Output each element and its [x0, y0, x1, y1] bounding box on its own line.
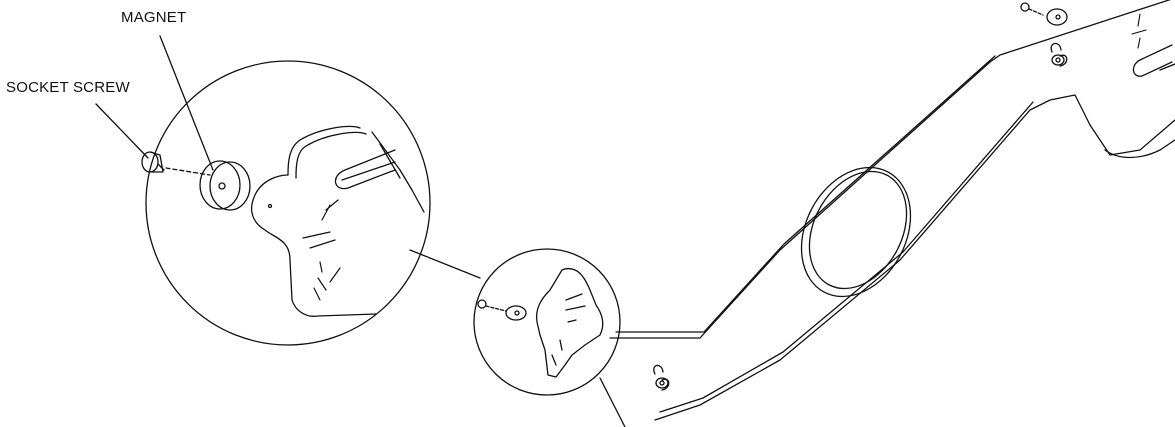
wing-nut-lower	[653, 364, 670, 391]
right-end-markings	[1131, 13, 1147, 49]
right-end-slot	[1132, 44, 1175, 77]
enlarged-plate	[251, 125, 425, 317]
large-detail-circle	[141, 60, 431, 346]
enlarged-socket-screw	[141, 151, 165, 173]
magnet-leader-line	[159, 35, 214, 171]
bracket-arm	[599, 0, 1175, 427]
detail-connector-line	[409, 249, 481, 279]
wing-nut-upper	[1050, 42, 1068, 67]
enlarged-magnet	[199, 160, 251, 211]
small-detail-circle	[473, 248, 621, 396]
socket-screw-label: SOCKET SCREW	[6, 79, 130, 96]
socket-screw-leader-line	[95, 103, 149, 159]
enlarged-plate-markings	[302, 199, 341, 301]
round-cutout	[800, 166, 912, 298]
magnet-label: MAGNET	[121, 9, 187, 26]
top-right-hardware	[1020, 2, 1068, 26]
